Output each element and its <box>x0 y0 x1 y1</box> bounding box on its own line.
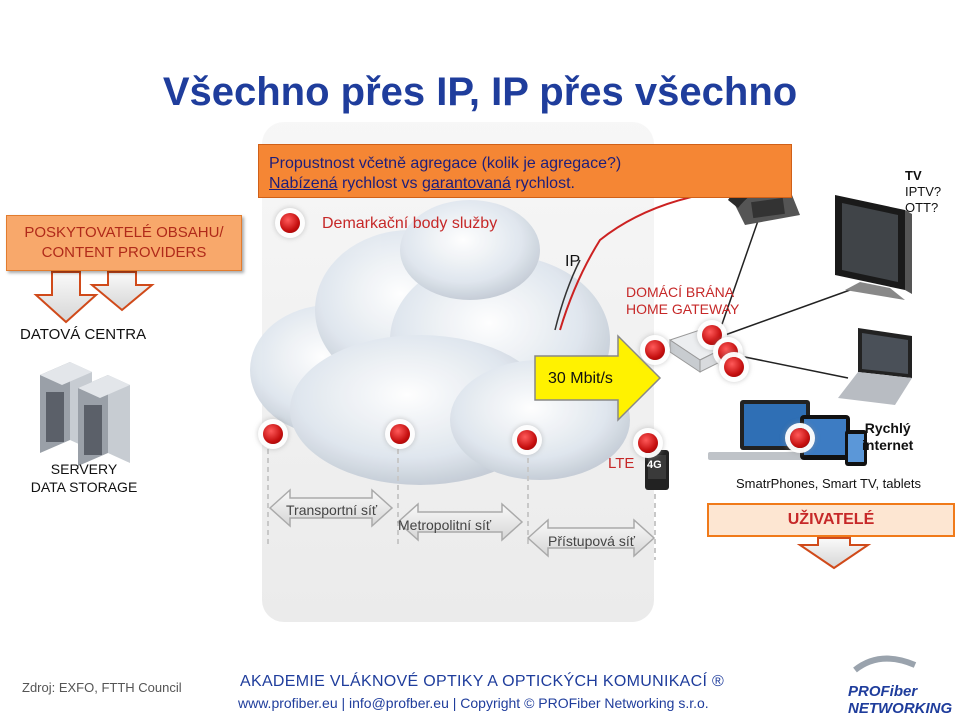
gateway-line-1: DOMÁCÍ BRÁNA <box>626 284 739 301</box>
gateway-line-laptop <box>735 355 848 378</box>
demarcation-dot-7 <box>702 325 722 345</box>
source-note: Zdroj: EXFO, FTTH Council <box>22 680 182 695</box>
servers-label: SERVERY DATA STORAGE <box>24 460 144 496</box>
server-racks <box>40 362 130 466</box>
profiber-logo-text: PROFiber NETWORKING <box>848 683 960 717</box>
demarcation-dot-10 <box>790 428 810 448</box>
servers-line-1: SERVERY <box>24 460 144 478</box>
tv-line-3: OTT? <box>905 200 941 216</box>
demarcation-dot-9 <box>724 357 744 377</box>
fast-internet-line-1: Rychlý <box>862 420 913 437</box>
speed-text: rychlost. <box>511 175 575 192</box>
devices-label: SmatrPhones, Smart TV, tablets <box>736 476 921 491</box>
fast-internet-label: Rychlý internet <box>862 420 913 454</box>
gateway-label: DOMÁCÍ BRÁNA HOME GATEWAY <box>626 284 739 318</box>
footer-contact: www.profiber.eu | info@profber.eu | Copy… <box>238 695 709 711</box>
providers-line-2: CONTENT PROVIDERS <box>7 243 241 263</box>
devices-group <box>708 400 867 466</box>
demarcation-dot-1 <box>280 213 300 233</box>
datacenters-label: DATOVÁ CENTRA <box>20 326 146 343</box>
demarcation-label: Demarkační body služby <box>322 215 497 233</box>
vs-text: rychlost vs <box>338 175 422 192</box>
guaranteed-text: garantovaná <box>422 175 511 192</box>
access-network-label: Přístupová síť <box>548 533 635 549</box>
providers-line-1: POSKYTOVATELÉ OBSAHU/ <box>7 223 241 243</box>
profiber-logo <box>855 659 915 670</box>
gateway-line-tv <box>725 290 850 335</box>
demarcation-dot-6 <box>645 340 665 360</box>
throughput-line-1: Propustnost včetně agregace (kolik je ag… <box>269 154 791 174</box>
ip-label: IP <box>565 253 580 271</box>
demarcation-dot-4 <box>517 430 537 450</box>
users-box: UŽIVATELÉ <box>707 503 955 537</box>
tv-line-1: TV <box>905 168 941 184</box>
tv-label: TV IPTV? OTT? <box>905 168 941 216</box>
metro-network-label: Metropolitní síť <box>398 517 491 533</box>
demarcation-dot-2 <box>263 424 283 444</box>
content-providers-box: POSKYTOVATELÉ OBSAHU/ CONTENT PROVIDERS <box>6 215 242 271</box>
provider-arrows <box>36 272 152 322</box>
servers-line-2: DATA STORAGE <box>24 478 144 496</box>
tv-line-2: IPTV? <box>905 184 941 200</box>
demarcation-dot-3 <box>390 424 410 444</box>
throughput-line-2: Nabízená rychlost vs garantovaná rychlos… <box>269 174 791 194</box>
lte-badge: 4G <box>647 459 662 471</box>
tv-icon <box>835 195 912 300</box>
laptop-icon <box>838 328 912 405</box>
lte-label: LTE <box>608 455 634 472</box>
transport-network-label: Transportní síť <box>286 502 377 518</box>
fast-internet-line-2: internet <box>862 437 913 454</box>
footer-title: AKADEMIE VLÁKNOVÉ OPTIKY A OPTICKÝCH KOM… <box>240 673 724 691</box>
throughput-box: Propustnost včetně agregace (kolik je ag… <box>258 144 792 198</box>
users-arrow <box>800 538 868 568</box>
gateway-line-2: HOME GATEWAY <box>626 301 739 318</box>
offered-text: Nabízená <box>269 175 338 192</box>
speed-label: 30 Mbit/s <box>548 370 613 388</box>
demarcation-dot-5 <box>638 433 658 453</box>
